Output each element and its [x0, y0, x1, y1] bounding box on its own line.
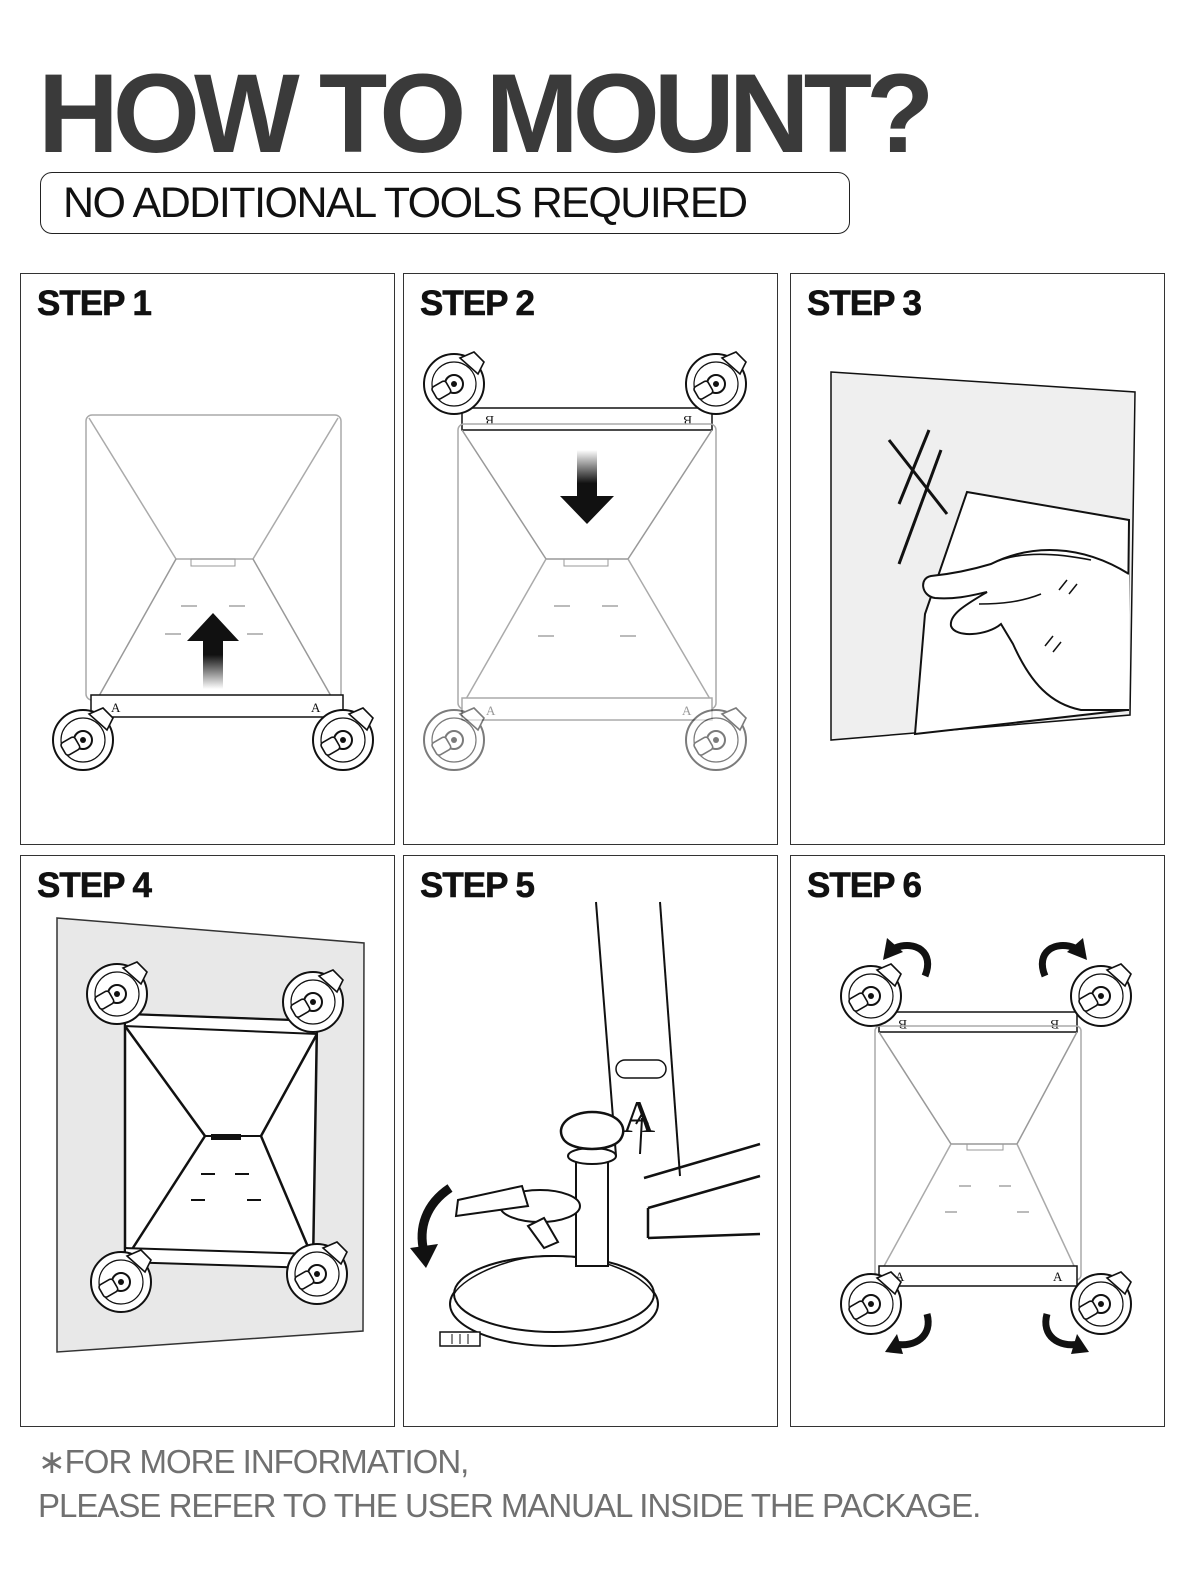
step-2-illustration: B B A A [423, 351, 747, 771]
a-marker: A [682, 703, 692, 718]
step-6-panel: B B A A STEP 6 [790, 855, 1165, 1427]
footnote: ∗FOR MORE INFORMATION, PLEASE REFER TO T… [38, 1440, 981, 1528]
step-4-label: STEP 4 [37, 866, 153, 906]
b-marker: B [1050, 1017, 1059, 1032]
step-3-panel: STEP 3 [790, 273, 1165, 845]
step-4-panel: STEP 4 [20, 855, 395, 1427]
step-6-label: STEP 6 [807, 866, 923, 906]
step-1-label: STEP 1 [37, 284, 153, 324]
footnote-line-1: ∗FOR MORE INFORMATION, [38, 1443, 469, 1480]
a-marker: A [1053, 1269, 1063, 1284]
step-5-panel: A STEP 5 [403, 855, 778, 1427]
b-marker: B [683, 413, 692, 428]
step-1-illustration: A A [52, 414, 374, 771]
step-2-label: STEP 2 [420, 284, 536, 324]
step-3-illustration [830, 371, 1136, 741]
step-5-illustration: A [410, 901, 761, 1347]
page-title: HOW TO MOUNT? [38, 51, 934, 176]
step-6-illustration: B B A A [840, 938, 1132, 1354]
b-marker: B [485, 413, 494, 428]
step-1-panel: A A STEP 1 [20, 273, 395, 845]
a-marker: A [895, 1269, 905, 1284]
step-3-label: STEP 3 [807, 284, 923, 324]
footnote-line-2: PLEASE REFER TO THE USER MANUAL INSIDE T… [38, 1487, 981, 1524]
step-5-label: STEP 5 [420, 866, 536, 906]
step-2-panel: B B A A STEP 2 [403, 273, 778, 845]
b-marker: B [898, 1017, 907, 1032]
subtitle-badge: NO ADDITIONAL TOOLS REQUIRED [40, 172, 850, 234]
a-marker: A [486, 703, 496, 718]
a-marker: A [622, 1091, 655, 1142]
a-marker: A [311, 700, 321, 715]
step-4-illustration [56, 917, 365, 1353]
a-marker: A [111, 700, 121, 715]
